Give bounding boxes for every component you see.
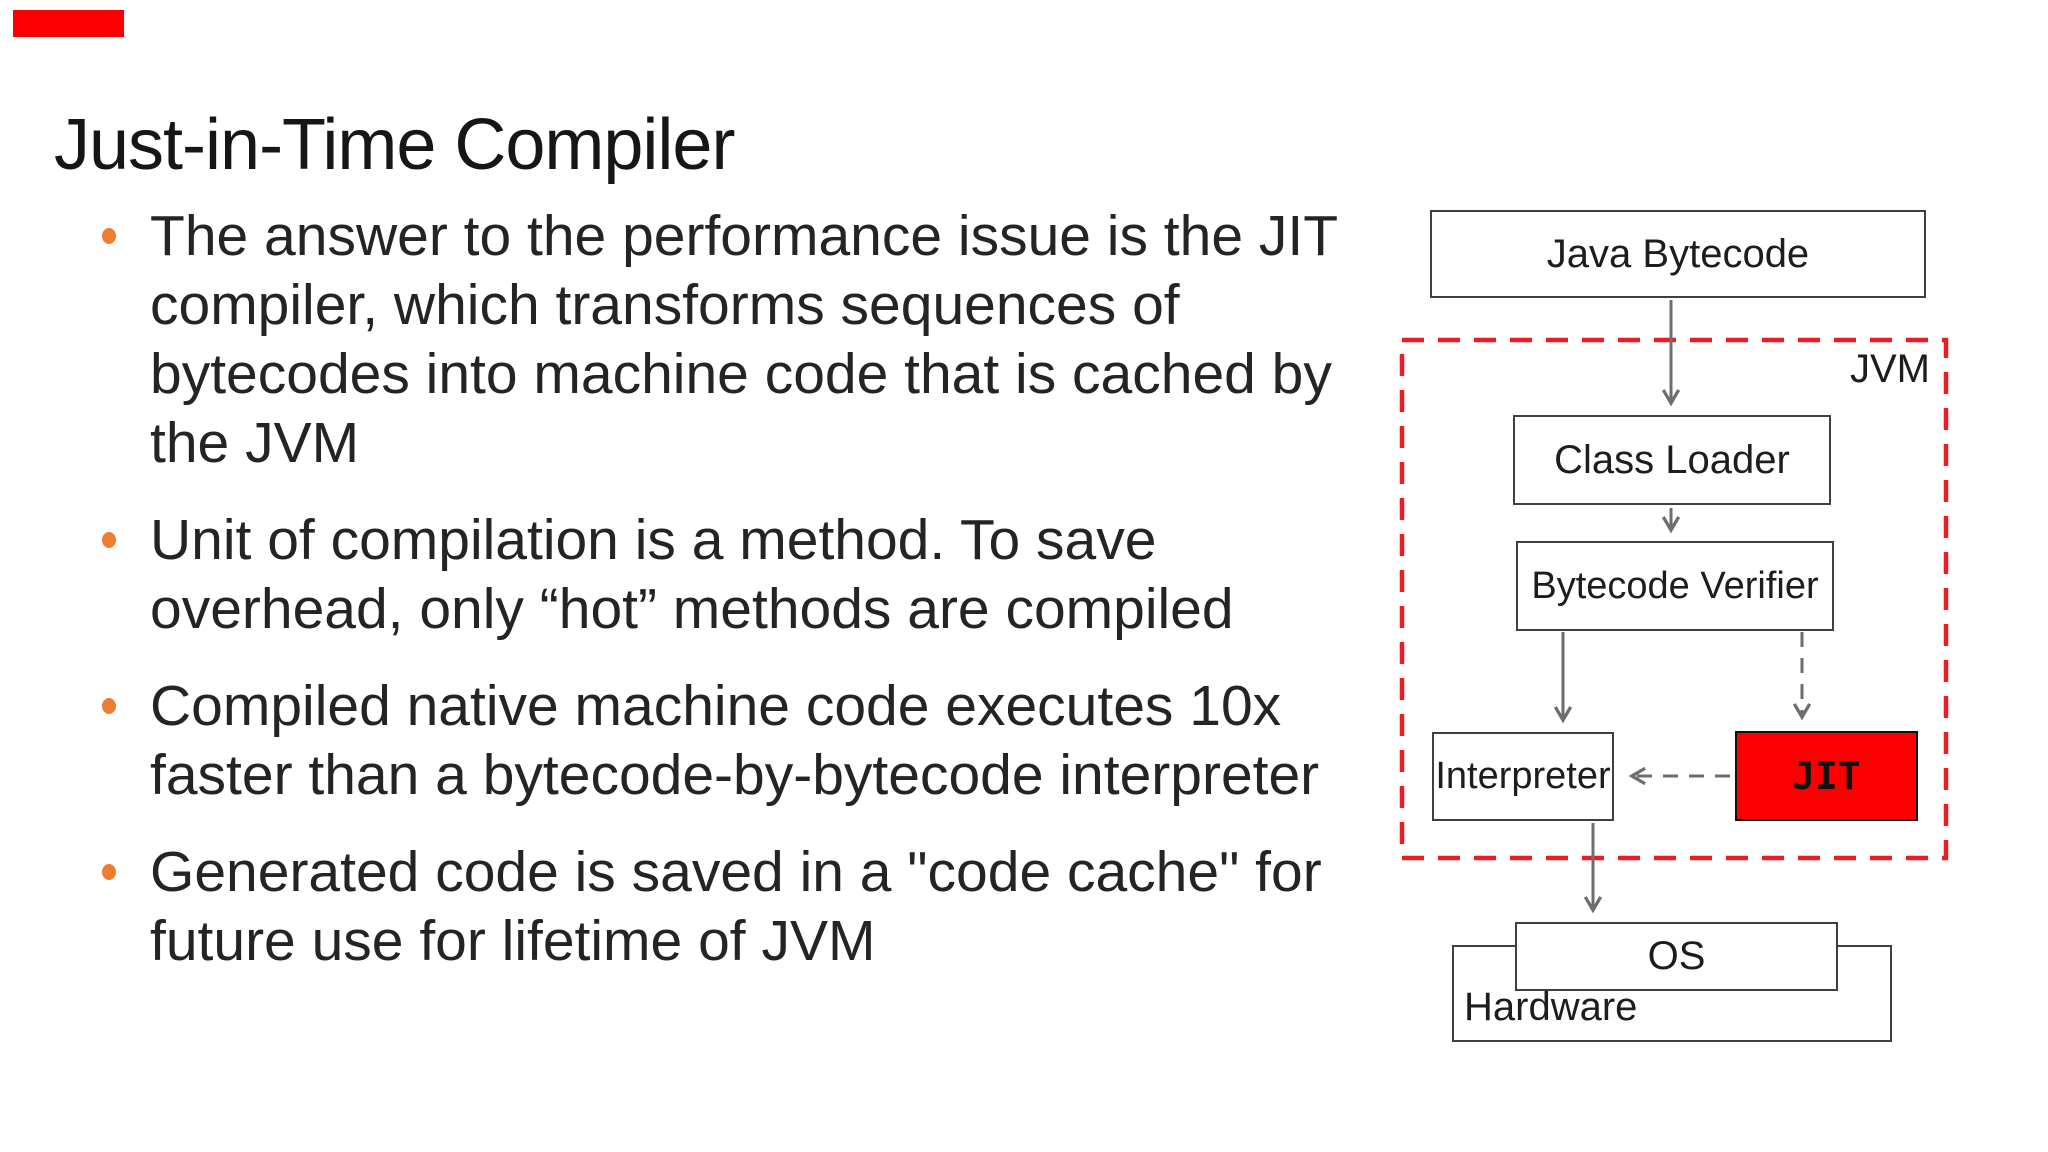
bullet-dot-icon	[102, 864, 116, 880]
bullet-dot-icon	[102, 228, 116, 244]
node-interpreter: Interpreter	[1432, 732, 1614, 821]
node-label: Bytecode Verifier	[1531, 564, 1819, 607]
node-java-bytecode: Java Bytecode	[1430, 210, 1926, 298]
accent-bar	[13, 10, 124, 37]
node-class-loader: Class Loader	[1513, 415, 1831, 505]
node-label: Hardware	[1464, 985, 1638, 1029]
node-jit: JIT	[1735, 731, 1918, 821]
node-os: OS	[1515, 922, 1838, 991]
bullet-text: Compiled native machine code executes 10…	[150, 674, 1320, 807]
bullet-item: Unit of compilation is a method. To save…	[100, 506, 1400, 644]
node-label: Java Bytecode	[1546, 231, 1810, 276]
bullet-text: Unit of compilation is a method. To save…	[150, 508, 1234, 641]
bullet-list: The answer to the performance issue is t…	[100, 202, 1400, 1004]
bullet-item: The answer to the performance issue is t…	[100, 202, 1400, 478]
bullet-dot-icon	[102, 698, 116, 714]
node-label: JIT	[1792, 754, 1861, 798]
page-title: Just-in-Time Compiler	[54, 105, 735, 186]
node-bytecode-verifier: Bytecode Verifier	[1516, 541, 1834, 631]
bullet-text: The answer to the performance issue is t…	[150, 204, 1339, 475]
node-label: Interpreter	[1435, 755, 1611, 797]
jvm-boundary	[1399, 337, 1949, 861]
node-label: Class Loader	[1554, 437, 1790, 482]
bullet-text: Generated code is saved in a "code cache…	[150, 840, 1322, 973]
bullet-item: Compiled native machine code executes 10…	[100, 672, 1400, 810]
bullet-item: Generated code is saved in a "code cache…	[100, 838, 1400, 976]
node-label: OS	[1647, 934, 1706, 978]
bullet-dot-icon	[102, 532, 116, 548]
jvm-label: JVM	[1850, 347, 1930, 391]
